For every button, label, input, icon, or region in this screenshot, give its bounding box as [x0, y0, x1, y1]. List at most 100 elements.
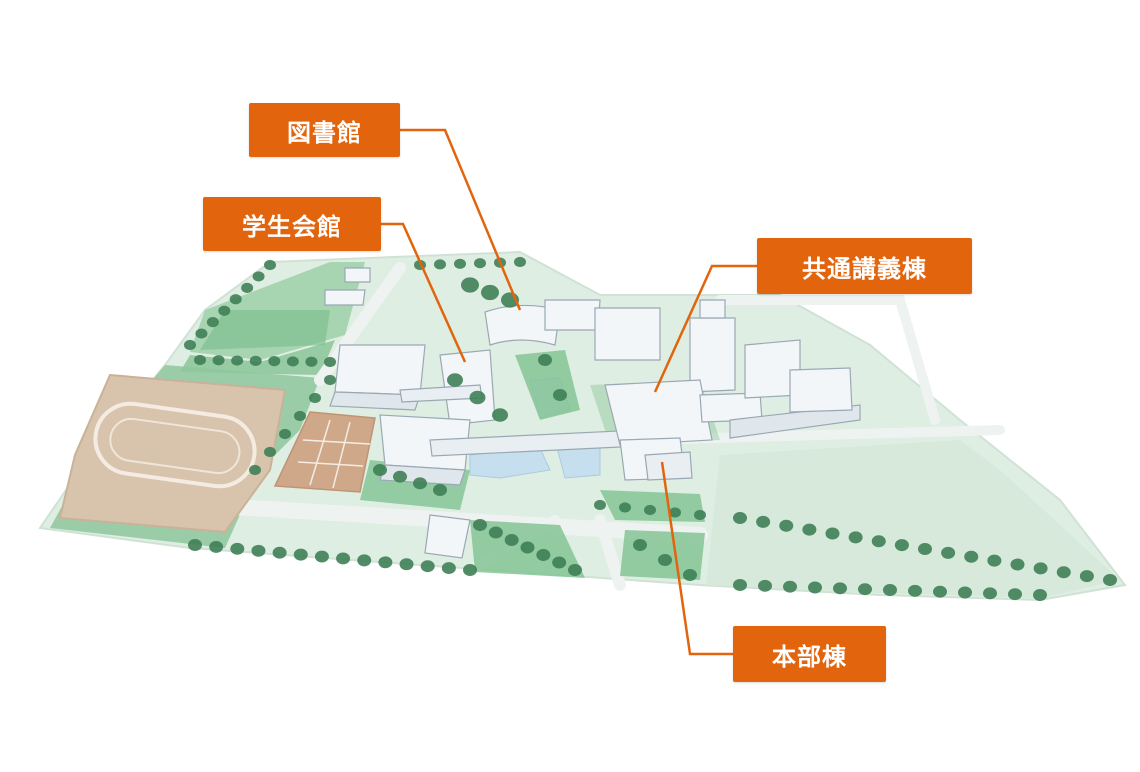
student-hall-label[interactable]: 学生会館 [203, 197, 381, 251]
tree-icon [514, 256, 526, 268]
tree-icon [644, 504, 656, 516]
tree-icon [553, 389, 567, 401]
tree-icon [447, 373, 463, 387]
tree-icon [218, 305, 231, 316]
tree-icon [481, 284, 499, 301]
tree-icon [286, 356, 299, 367]
tree-icon [958, 586, 972, 599]
tree-icon [252, 271, 265, 282]
tree-icon [536, 549, 551, 561]
tree-icon [683, 569, 697, 581]
tree-icon [194, 354, 206, 366]
tree-icon [212, 355, 225, 366]
tree-icon [694, 509, 706, 521]
tree-icon [469, 390, 486, 405]
common-lecture-building-label[interactable]: 共通講義棟 [757, 238, 972, 294]
tree-icon [633, 539, 647, 551]
tree-icon [504, 534, 519, 546]
tree-icon [314, 550, 329, 563]
tree-icon [373, 464, 387, 476]
tennis-courts [273, 411, 376, 493]
tree-icon [871, 535, 886, 548]
tree-icon [336, 552, 351, 565]
tree-icon [1079, 570, 1094, 583]
tree-icon [249, 464, 261, 476]
tree-icon [324, 374, 336, 386]
tree-icon [501, 292, 519, 308]
tree-icon [1010, 558, 1025, 571]
tree-icon [802, 523, 817, 536]
tree-icon [230, 542, 245, 555]
tree-icon [293, 548, 308, 561]
tree-icon [492, 408, 508, 422]
tree-icon [399, 558, 414, 571]
tree-icon [268, 356, 281, 367]
tree-icon [413, 477, 427, 490]
tree-icon [987, 554, 1002, 567]
tree-icon [733, 512, 747, 524]
tree-icon [393, 470, 407, 483]
track-field [58, 373, 287, 534]
tree-icon [420, 560, 435, 573]
tree-icon [433, 484, 447, 496]
tree-icon [983, 587, 997, 600]
tree-icon [594, 499, 606, 511]
tree-icon [808, 581, 822, 594]
tree-icon [619, 502, 631, 513]
tree-icon [231, 355, 244, 366]
tree-icon [1033, 589, 1047, 601]
tree-icon [473, 519, 487, 531]
tree-icon [779, 519, 794, 532]
tree-icon [474, 258, 486, 269]
tree-icon [908, 584, 922, 597]
tree-icon [964, 550, 979, 563]
tree-icon [264, 259, 276, 271]
tree-icon [520, 541, 535, 554]
tree-icon [918, 543, 932, 555]
tree-icon [858, 583, 872, 596]
tree-icon [195, 328, 208, 339]
tree-icon [357, 554, 372, 567]
tree-icon [941, 546, 956, 559]
tree-icon [658, 554, 672, 566]
tree-icon [783, 580, 797, 593]
tree-icon [756, 515, 771, 528]
tree-icon [552, 556, 567, 569]
tree-icon [488, 526, 503, 539]
tree-icon [188, 539, 202, 551]
tree-icon [1103, 574, 1117, 586]
tree-icon [538, 354, 552, 366]
tree-icon [264, 446, 276, 458]
tree-icon [324, 356, 336, 368]
tree-icon [251, 544, 266, 557]
tree-icon [378, 556, 393, 569]
tree-icon [272, 546, 287, 559]
tree-icon [309, 392, 321, 404]
tree-icon [249, 355, 262, 366]
library-label[interactable]: 図書館 [249, 103, 400, 157]
tree-icon [305, 356, 318, 367]
tree-icon [933, 585, 947, 598]
tree-icon [568, 564, 582, 576]
tree-icon [1056, 566, 1071, 579]
tree-icon [184, 339, 196, 351]
tree-icon [454, 258, 466, 269]
tree-icon [441, 562, 456, 575]
tree-icon [825, 527, 840, 540]
tree-icon [883, 584, 897, 596]
tree-icon [461, 277, 479, 293]
tree-icon [1008, 588, 1022, 601]
tree-icon [833, 582, 847, 595]
tree-icon [279, 428, 291, 440]
tree-icon [463, 564, 477, 576]
tree-icon [209, 540, 224, 553]
tree-icon [241, 282, 254, 293]
tree-icon [848, 531, 863, 544]
tree-icon [669, 507, 681, 518]
tree-icon [434, 259, 446, 270]
tree-icon [414, 259, 426, 271]
tree-icon [894, 539, 909, 552]
admin-building-label[interactable]: 本部棟 [733, 626, 886, 682]
